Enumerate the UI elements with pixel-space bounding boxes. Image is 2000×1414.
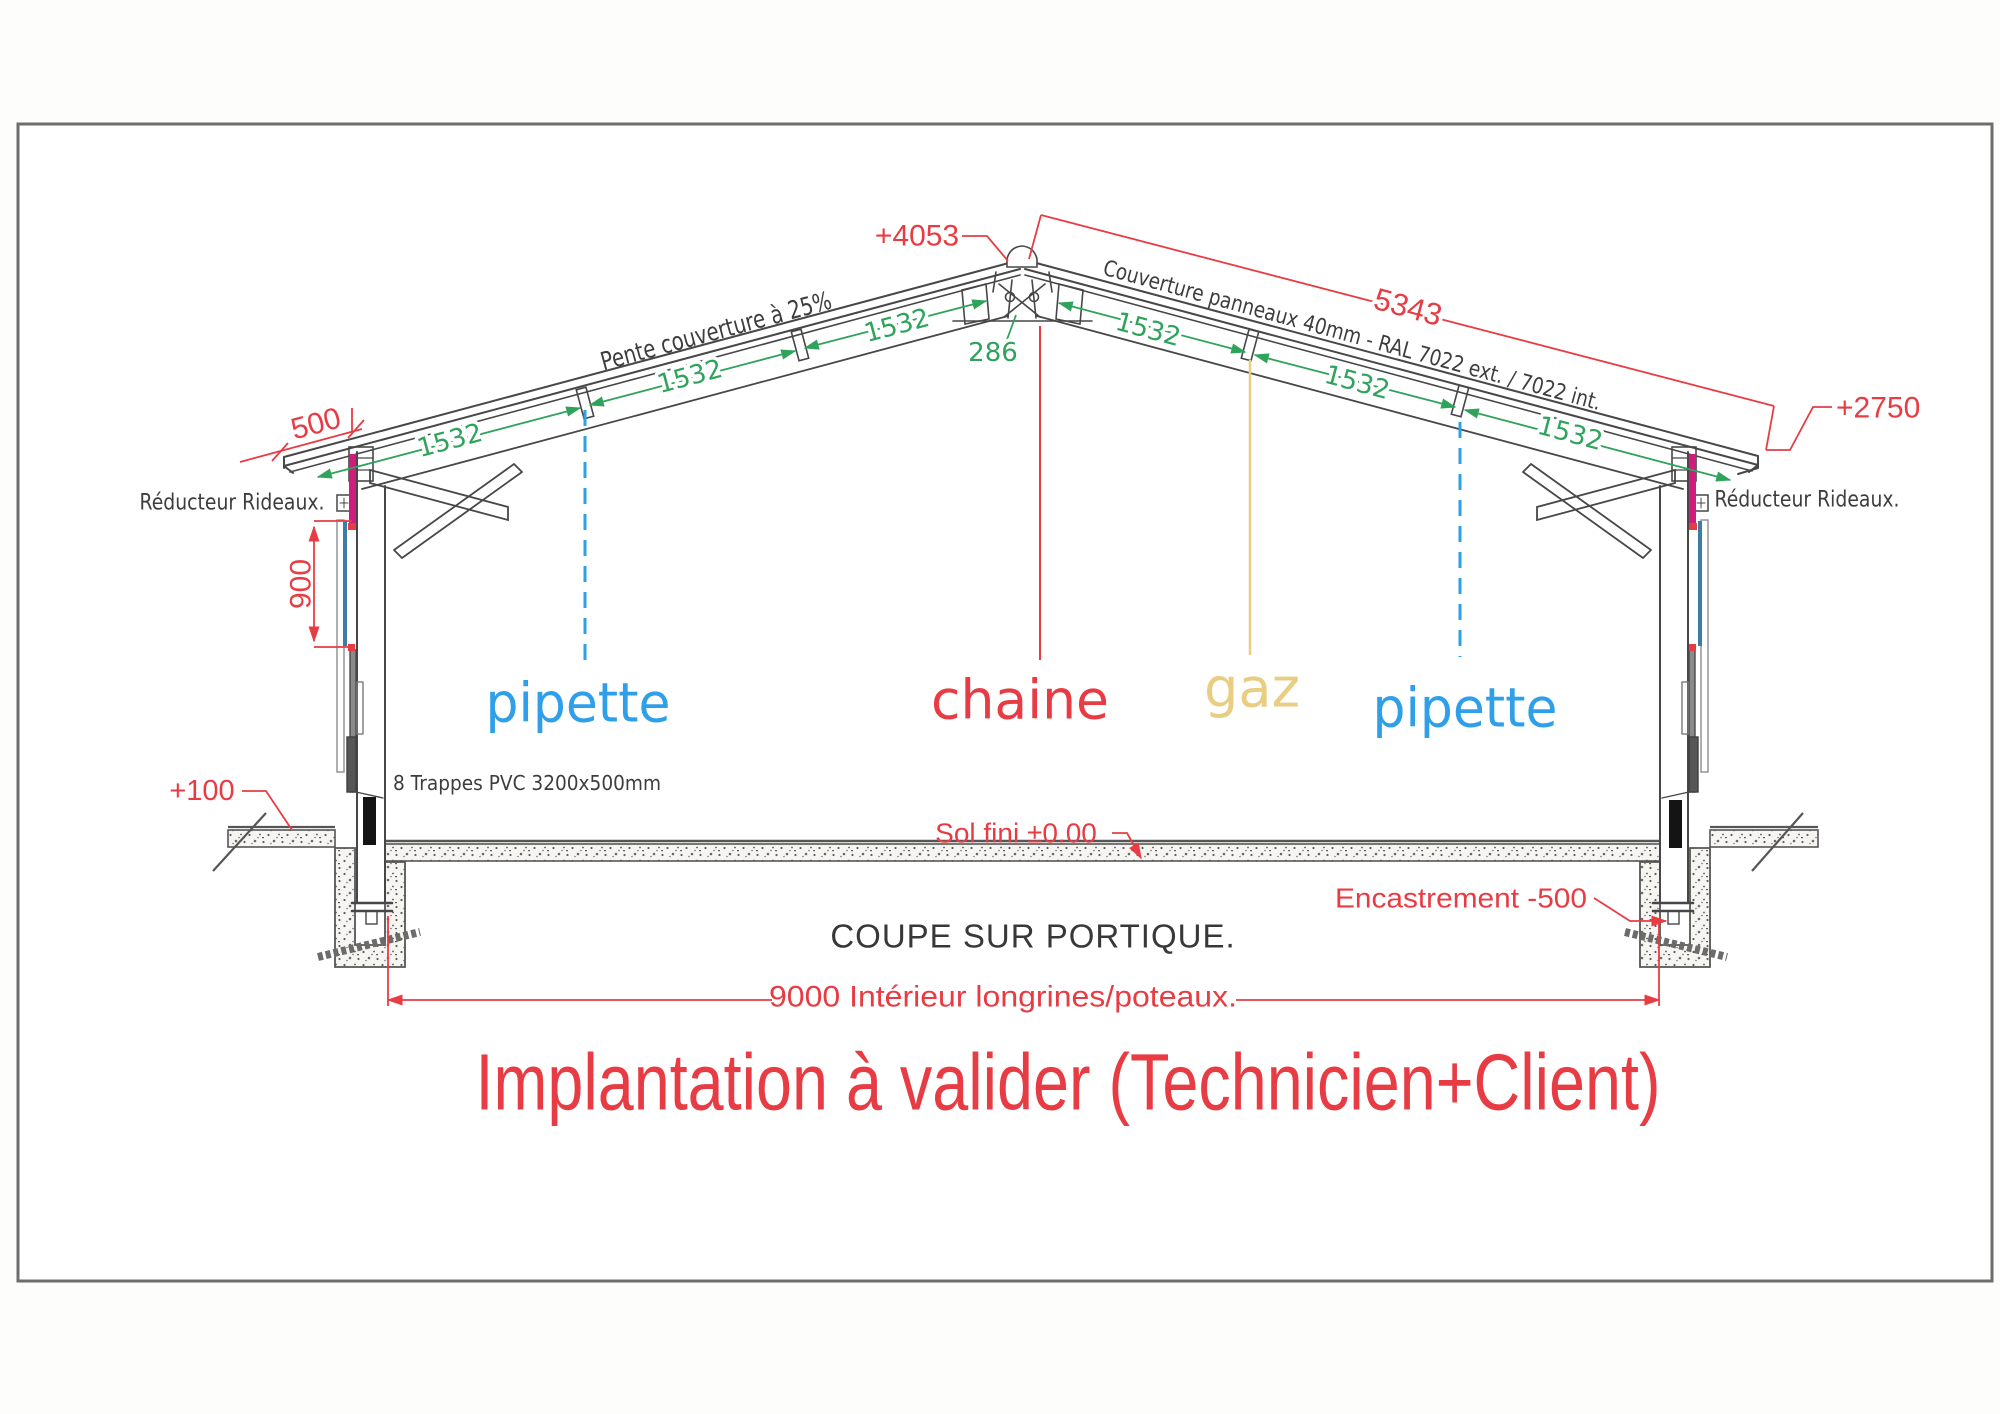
ground-break-line-right [1751,812,1804,872]
eave-level-label: +2750 [1836,392,1920,425]
eave-level-leader [1766,406,1832,451]
reducer-note-right: Réducteur Rideaux. [1715,488,1900,513]
red-dimension-lines [239,214,1832,1006]
slope-dim-line [1040,214,1775,407]
pipette-right-label: pipette [1373,677,1558,740]
apex-level-leader [962,235,1009,262]
exterior-level-label: +100 [169,775,234,807]
rail-stop-right-bottom [1689,644,1696,651]
utility-markers: pipette chaine gaz pipette [486,326,1558,740]
ground-and-foundations [212,812,1819,968]
knee-brace-right [1522,463,1652,559]
curtain-height-dim [308,520,352,648]
magenta-rail-left [349,454,356,524]
exterior-level-leader [242,790,293,831]
green-dimensions [316,299,1732,482]
apex-level-label: +4053 [875,220,959,253]
span-dim [386,916,1661,1006]
embedded-post-right [1669,800,1682,848]
trappes-note: 8 Trappes PVC 3200x500mm [393,771,661,795]
floor-level-leader [1112,832,1142,860]
knee-brace-left [393,463,523,559]
rail-stop-right-top [1689,523,1697,530]
exterior-grade-left [227,829,336,848]
gaz-label: gaz [1204,657,1300,720]
anchor-bolt-left [365,910,378,925]
validation-note: Implantation à valider (Technicien+Clien… [476,1038,1661,1127]
rebar-right [1624,928,1728,961]
pipette-left-label: pipette [486,672,671,735]
eave-beam-left [369,468,509,522]
ground-break-line-left [212,812,267,872]
rebar-left [317,928,421,961]
embedded-post-left [363,797,376,845]
reducer-note-left: Réducteur Rideaux. [140,491,325,516]
curtain-height-label: 900 [285,559,318,609]
eave-fascia-right [1737,455,1759,475]
curtain-fittings [343,454,1702,651]
exterior-grade-right [1709,829,1819,848]
chaine-label: chaine [931,669,1109,732]
overhang-dim [239,408,365,463]
anchor-bolt-right [1667,910,1680,925]
rail-stop-left-top [348,523,356,530]
ridge-gap-dim: 286 [968,338,1018,368]
floor-level-label: Sol fini ±0.00 [935,818,1097,849]
magenta-rail-right [1689,454,1696,524]
eave-fascia-left [283,456,294,474]
embed-label: Encastrement -500 [1335,883,1587,914]
wall-panels-left [336,494,384,799]
embed-leader [1593,897,1668,927]
span-label: 9000 Intérieur longrines/poteaux. [769,981,1237,1014]
ridge-cap [1006,245,1038,268]
section-title: COUPE SUR PORTIQUE. [830,918,1235,955]
